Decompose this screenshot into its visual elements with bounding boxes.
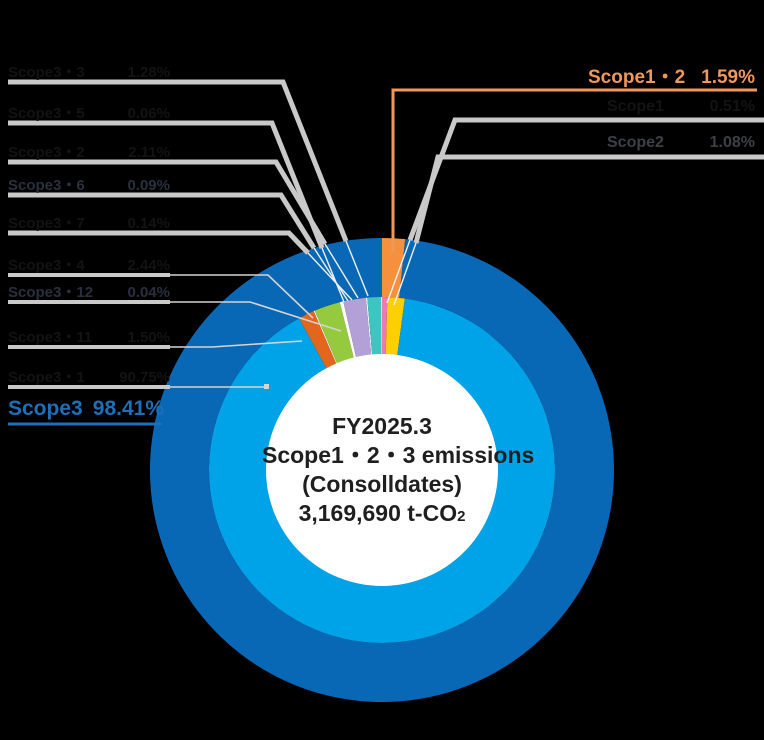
label-value: 0.14% bbox=[127, 215, 170, 232]
label-scope3-cat12: Scope3・12 0.04% bbox=[8, 281, 170, 302]
leader-line bbox=[321, 247, 345, 303]
center-consolidated: (Consolldates) bbox=[302, 471, 462, 497]
label-scope3-cat5: Scope3・5 0.06% bbox=[8, 102, 170, 123]
label-value: 98.41% bbox=[92, 397, 164, 420]
label-value: 1.08% bbox=[709, 134, 755, 151]
label-value: 1.59% bbox=[701, 67, 755, 88]
leader-line bbox=[393, 242, 417, 306]
leader-line bbox=[386, 239, 411, 304]
label-scope3-cat7: Scope3・7 0.14% bbox=[8, 212, 170, 233]
label-scope3-cat1: Scope3・1 90.75% bbox=[8, 366, 170, 387]
label-scope3-total: Scope3 98.41% bbox=[8, 397, 164, 421]
center-total-emissions: 3,169,690 t-CO2 bbox=[298, 500, 466, 526]
leader-line bbox=[324, 243, 359, 299]
leader-line bbox=[170, 274, 314, 319]
leader-line bbox=[307, 252, 353, 301]
leader-line bbox=[8, 159, 328, 246]
leader-line bbox=[8, 192, 317, 250]
leader-line bbox=[345, 240, 369, 297]
donut-center-disc bbox=[266, 354, 498, 586]
label-value: 0.51% bbox=[709, 98, 755, 115]
label-name: Scope3・7 bbox=[8, 215, 85, 232]
label-name: Scope3・6 bbox=[8, 177, 85, 194]
label-scope2: Scope2 1.08% bbox=[607, 134, 755, 152]
label-value: 90.75% bbox=[119, 369, 170, 386]
label-scope3-cat4: Scope3・4 2.44% bbox=[8, 254, 170, 275]
label-scope3-cat11: Scope3・11 1.50% bbox=[8, 326, 170, 347]
label-value: 1.28% bbox=[127, 64, 170, 81]
label-name: Scope3・1 bbox=[8, 369, 85, 386]
label-name: Scope3 bbox=[8, 397, 83, 420]
label-name: Scope3・11 bbox=[8, 329, 93, 346]
label-name: Scope3・5 bbox=[8, 105, 85, 122]
label-value: 2.44% bbox=[127, 257, 170, 274]
leader-line bbox=[413, 154, 764, 244]
label-value: 0.06% bbox=[127, 105, 170, 122]
label-value: 0.09% bbox=[127, 177, 170, 194]
co2-subscript: 2 bbox=[457, 508, 466, 525]
label-name: Scope3・3 bbox=[8, 64, 85, 81]
label-name: Scope3・12 bbox=[8, 284, 94, 301]
label-value: 2.11% bbox=[128, 144, 170, 161]
leader-line bbox=[313, 247, 349, 302]
leader-line bbox=[170, 340, 303, 348]
label-scope3-cat6: Scope3・6 0.09% bbox=[8, 174, 170, 195]
leader-line bbox=[391, 88, 757, 252]
label-name: Scope3・4 bbox=[8, 257, 85, 274]
center-scope-title: Scope1・2・3 emissions bbox=[262, 442, 535, 468]
label-scope3-cat2: Scope3・2 2.11% bbox=[8, 141, 170, 162]
label-name: Scope1・2 bbox=[588, 67, 686, 88]
label-scope3-cat3: Scope3・3 1.28% bbox=[8, 61, 170, 82]
label-value: 1.50% bbox=[127, 329, 170, 346]
label-name: Scope3・2 bbox=[8, 144, 85, 161]
leader-line bbox=[8, 79, 349, 242]
leader-line bbox=[8, 230, 310, 255]
donut-center-label: FY2025.3 Scope1・2・3 emissions (Consollda… bbox=[262, 412, 535, 531]
label-name: Scope1 bbox=[607, 98, 664, 115]
pointer-dot bbox=[264, 384, 269, 389]
label-value: 0.04% bbox=[127, 284, 170, 301]
label-name: Scope2 bbox=[607, 134, 664, 151]
center-fiscal-year: FY2025.3 bbox=[332, 413, 432, 439]
leader-line bbox=[170, 301, 342, 332]
label-scope1-2-total: Scope1・2 1.59% bbox=[588, 62, 755, 89]
label-scope1: Scope1 0.51% bbox=[607, 98, 755, 116]
